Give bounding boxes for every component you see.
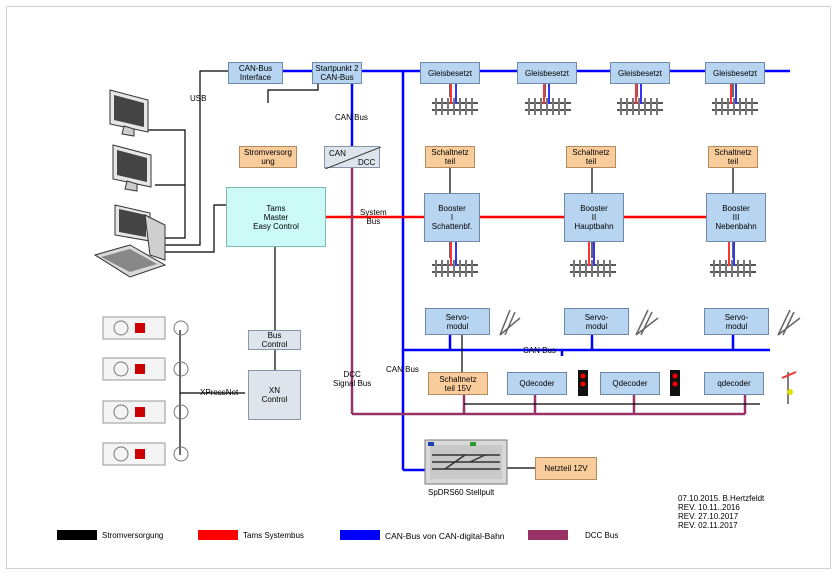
dcc-bus-lines [350,167,747,416]
qdecoder-1-label: Qdecoder [519,379,555,388]
can-bus-interface-label: CAN-Bus Interface [238,64,273,82]
gleisbesetzt-label: Gleisbesetzt [524,68,570,78]
legend-label-stromversorgung: Stromversorgung [102,531,164,540]
power-lines [148,70,760,469]
turnout-icons [499,309,801,336]
gleisbesetzt-label: Gleisbesetzt [712,68,758,78]
can-dcc-divider [325,147,381,169]
servo-modul-label: Servo- modul [724,312,749,331]
xn-control-label: XN Control [261,386,288,404]
revision-block: 07.10.2015. B.Hertzfeldt REV. 10.11..201… [678,494,764,530]
servo-modul-label: Servo- modul [445,312,470,331]
can-label: CAN [329,149,346,158]
schaltnetzteil-label: Schaltnetz teil [572,148,610,166]
usb-label: USB [190,94,207,103]
gleisbesetzt-box-3: Gleisbesetzt [610,62,670,84]
schaltnetzteil-15v-box: Schaltnetz teil 15V [428,372,488,395]
gleisbesetzt-label: Gleisbesetzt [427,68,473,78]
signal-icons [578,370,797,404]
startpunkt-box: Startpunkt 2 CAN-Bus [312,62,362,84]
revision-line: REV. 27.10.2017 [678,512,739,521]
startpunkt-label: Startpunkt 2 CAN-Bus [315,64,359,82]
booster-2-label: Booster II Hauptbahn [574,204,614,231]
servo-modul-box-1: Servo- modul [425,308,490,335]
can-dcc-box: CAN DCC [324,146,381,169]
qdecoder-box-3: qdecoder [704,372,764,395]
qdecoder-box-1: Qdecoder [507,372,567,395]
schaltnetzteil-box-3: Schaltnetz teil [708,146,758,168]
servo-modul-box-2: Servo- modul [564,308,629,335]
revision-line: REV. 10.11..2016 [678,503,740,512]
qdecoder-box-2: Qdecoder [600,372,660,395]
legend-label-systembus: Tams Systembus [243,531,304,540]
gleisbesetzt-box-1: Gleisbesetzt [420,62,480,84]
servo-modul-label: Servo- modul [584,312,609,331]
dcc-label: DCC [358,158,376,167]
gleisbesetzt-label: Gleisbesetzt [617,68,663,78]
schaltnetzteil-15v-label: Schaltnetz teil 15V [439,374,477,393]
stromversorgung-label: Stromversorg ung [243,148,292,166]
legend-swatch-dccbus [528,530,568,540]
legend-swatch-stromversorgung [57,530,97,540]
page-frame [6,6,831,569]
can-bus-vertical-label: CAN Bus [386,365,419,374]
booster-3-box: Booster III Nebenbahn [706,193,766,242]
bus-control-label: Bus Control [261,331,288,349]
legend-label-dccbus: DCC Bus [585,531,619,540]
booster-1-label: Booster I Schattenbf. [431,204,473,231]
tams-master-box: Tams Master Easy Control [226,187,326,247]
legend-swatch-systembus [198,530,238,540]
spdrs60-label: SpDRS60 Stellpult [428,488,495,497]
qdecoder-3-label: qdecoder [717,379,751,388]
dcc-signal-bus-label: DCC Signal Bus [333,370,372,388]
booster-1-box: Booster I Schattenbf. [424,193,480,242]
netzteil-12v-label: Netzteil 12V [544,464,588,473]
handheld-controller-icons [102,316,189,466]
gleisbesetzt-box-2: Gleisbesetzt [517,62,577,84]
xn-control-box: XN Control [248,370,301,420]
legend-swatch-canbus [340,530,380,540]
servo-modul-box-3: Servo- modul [704,308,769,335]
can-bus-label: CAN Bus [335,113,368,122]
qdecoder-2-label: Qdecoder [612,379,648,388]
gleisbesetzt-box-4: Gleisbesetzt [705,62,765,84]
revision-line: REV. 02.11.2017 [678,521,738,530]
bus-control-box: Bus Control [248,330,301,350]
can-bus-interface-box: CAN-Bus Interface [228,62,283,84]
tams-master-label: Tams Master Easy Control [253,203,299,231]
booster-2-box: Booster II Hauptbahn [564,193,624,242]
track-icons [432,84,758,277]
revision-line: 07.10.2015. B.Hertzfeldt [678,494,765,503]
system-bus-label: System Bus [360,208,387,226]
xpressnet-label: XPressNet [200,388,239,397]
netzteil-12v-box: Netzteil 12V [535,457,597,480]
computer-icons [93,89,167,278]
schaltnetzteil-box-2: Schaltnetz teil [566,146,616,168]
spdrs60-panel-icon [424,439,508,485]
schaltnetzteil-label: Schaltnetz teil [431,148,469,166]
booster-3-label: Booster III Nebenbahn [715,204,757,231]
schaltnetzteil-label: Schaltnetz teil [714,148,752,166]
legend-label-canbus: CAN-Bus von CAN-digital-Bahn [385,531,505,541]
schaltnetzteil-box-1: Schaltnetz teil [425,146,475,168]
can-bus-servo-label: CAN Bus [523,346,556,355]
stromversorgung-box: Stromversorg ung [239,146,297,168]
